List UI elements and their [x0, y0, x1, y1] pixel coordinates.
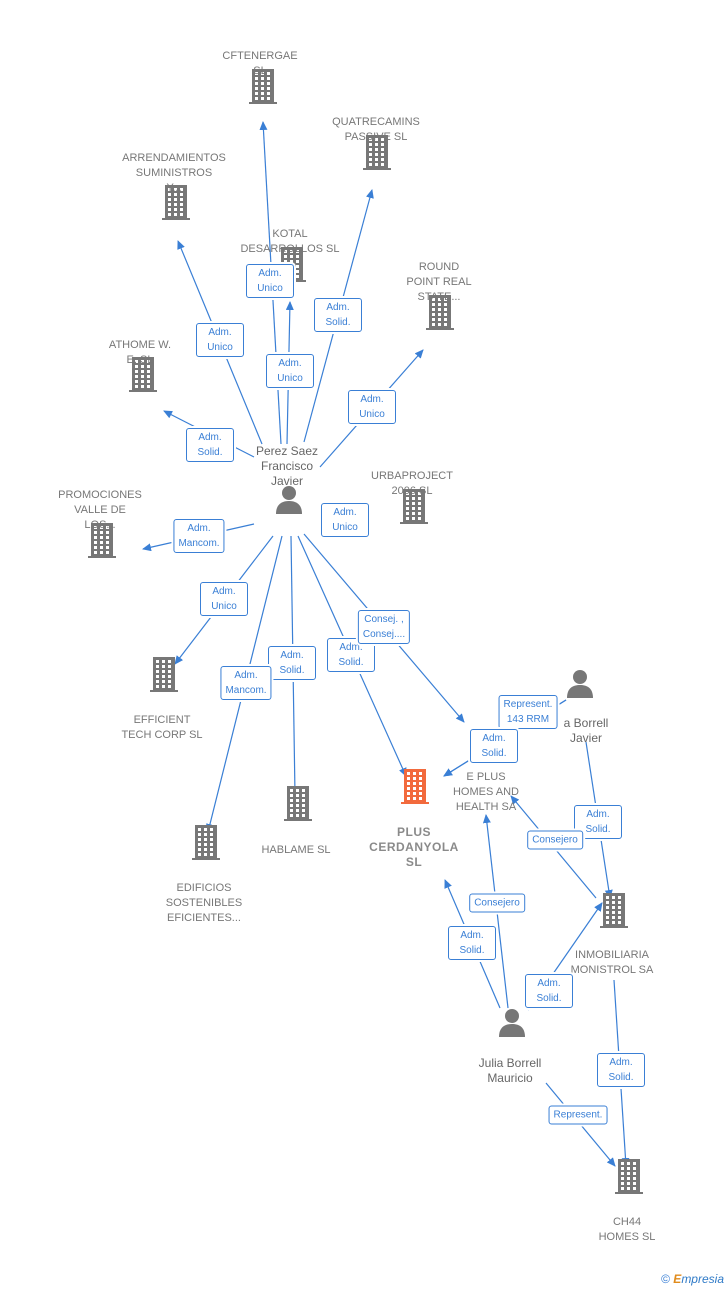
node-label-hablame[interactable]: HABLAME SL [261, 844, 331, 856]
company-building-icon[interactable] [615, 1158, 643, 1199]
brand-logo-letter: E [673, 1272, 682, 1286]
edge-label-perez-to-urbaproject[interactable]: Adm. Unico [321, 503, 369, 537]
copyright-mark: © [661, 1272, 670, 1286]
edge-label-julia-to-eplus[interactable]: Consejero [469, 893, 525, 913]
node-label-plus[interactable]: PLUS CERDANYOLA SL [369, 825, 459, 869]
edge-label-perez-to-athome[interactable]: Adm. Solid. [186, 428, 234, 462]
company-building-icon[interactable] [284, 785, 312, 826]
edge-label-julia-to-inmobiliaria[interactable]: Adm. Solid. [525, 974, 573, 1008]
edge-label-perez-to-arrendamientos[interactable]: Adm. Unico [196, 323, 244, 357]
edge-label-perez-to-eplus[interactable]: Consej. , Consej.... [357, 610, 411, 644]
edge-label-perez-to-efficient[interactable]: Adm. Unico [200, 582, 248, 616]
company-building-icon[interactable] [249, 68, 277, 109]
edge-label-julia-to-plus[interactable]: Adm. Solid. [448, 926, 496, 960]
node-label-edificios[interactable]: EDIFICIOS SOSTENIBLES EFICIENTES... [165, 882, 243, 924]
node-label-cftenergae[interactable]: CFTENERGAE SL [222, 50, 298, 77]
edge-label-perez-to-quatrecamins[interactable]: Adm. Solid. [314, 298, 362, 332]
company-building-icon[interactable] [162, 184, 190, 225]
person-icon[interactable] [274, 484, 304, 519]
company-building-icon[interactable] [129, 356, 157, 397]
company-building-icon[interactable] [400, 488, 428, 529]
edge-label-perez-to-edificios[interactable]: Adm. Mancom. [220, 666, 272, 700]
edge-label-inmobiliaria-to-ch44[interactable]: Adm. Solid. [597, 1053, 645, 1087]
edge-label-perez-to-cftenergae[interactable]: Adm. Unico [246, 264, 294, 298]
node-label-arrendamientos[interactable]: ARRENDAMIENTOS SUMINISTROS Y... [122, 152, 226, 194]
company-building-icon[interactable] [600, 892, 628, 933]
edge-label-borrelljavier-to-plus[interactable]: Adm. Solid. [470, 729, 518, 763]
company-building-icon[interactable] [192, 824, 220, 865]
person-icon[interactable] [497, 1007, 527, 1042]
brand-name: mpresia [681, 1272, 724, 1286]
node-label-julia[interactable]: Julia Borrell Mauricio [478, 1056, 542, 1085]
node-label-efficient[interactable]: EFFICIENT TECH CORP SL [121, 714, 203, 741]
node-label-ch44[interactable]: CH44 HOMES SL [598, 1216, 656, 1243]
edge-label-inmobiliaria-to-eplus[interactable]: Consejero [527, 830, 583, 850]
node-label-perez[interactable]: Perez Saez Francisco Javier [255, 444, 319, 488]
edge-label-borrelljavier-to-plus[interactable]: Represent. 143 RRM [498, 695, 558, 729]
company-building-icon[interactable] [88, 522, 116, 563]
node-label-roundpoint[interactable]: ROUND POINT REAL STATE... [406, 261, 472, 303]
edge-label-perez-to-promociones[interactable]: Adm. Mancom. [173, 519, 225, 553]
footer-credit[interactable]: © Empresia [661, 1272, 724, 1286]
company-building-icon[interactable] [363, 134, 391, 175]
node-label-urbaproject[interactable]: URBAPROJECT 2006 SL [371, 470, 453, 497]
node-label-quatrecamins[interactable]: QUATRECAMINS PASSIVE SL [332, 116, 420, 143]
focal-company-building-icon[interactable] [401, 768, 429, 809]
node-label-athome[interactable]: ATHOME W. E. SL [108, 339, 172, 366]
edge-label-perez-to-kotal[interactable]: Adm. Unico [266, 354, 314, 388]
person-icon[interactable] [565, 668, 595, 703]
edge-julia-to-ch44 [545, 1082, 616, 1167]
node-label-eplus[interactable]: E PLUS HOMES AND HEALTH SA [452, 771, 519, 813]
company-building-icon[interactable] [150, 656, 178, 697]
node-label-promociones[interactable]: PROMOCIONES VALLE DE LOS... [58, 489, 142, 531]
node-label-borrelljavier[interactable]: a Borrell Javier [563, 716, 609, 745]
edge-label-perez-to-hablame[interactable]: Adm. Solid. [268, 646, 316, 680]
company-building-icon[interactable] [426, 294, 454, 335]
edge-label-perez-to-roundpoint[interactable]: Adm. Unico [348, 390, 396, 424]
edge-label-julia-to-ch44[interactable]: Represent. [548, 1105, 608, 1125]
node-label-kotal[interactable]: KOTAL DESARROLLOS SL [240, 228, 340, 255]
node-label-inmobiliaria[interactable]: INMOBILIARIA MONISTROL SA [570, 949, 654, 976]
